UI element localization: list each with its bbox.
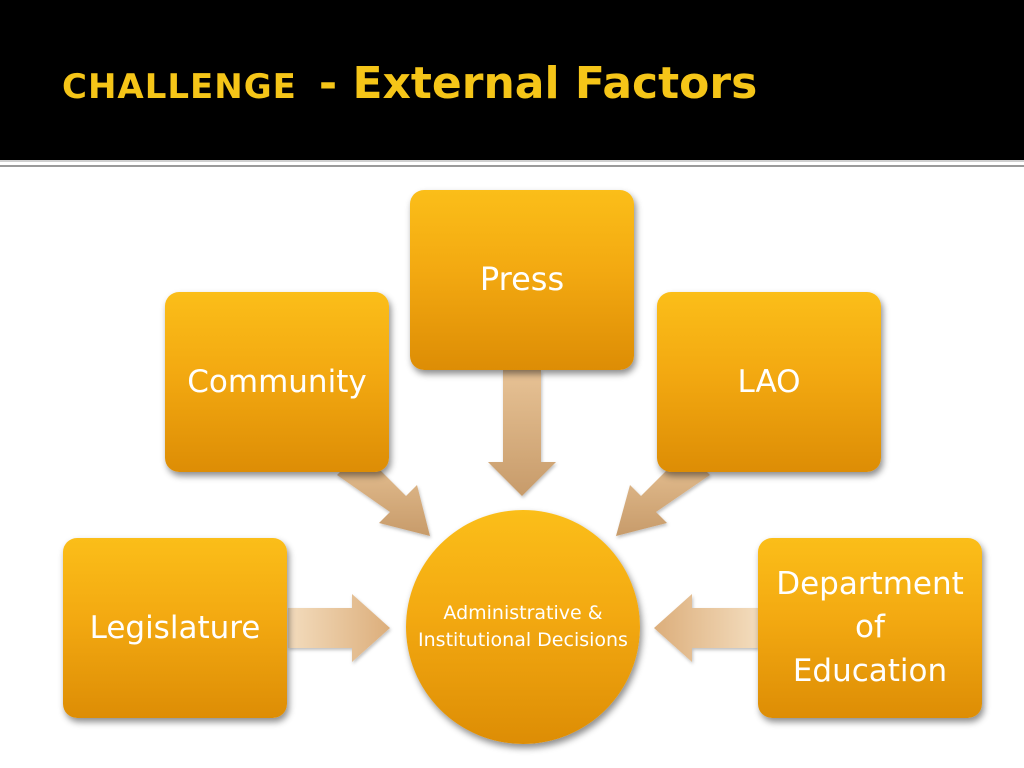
node-press-label: Press bbox=[479, 260, 565, 298]
node-lao-label: LAO bbox=[737, 364, 801, 400]
node-community: Community bbox=[165, 292, 389, 472]
title-external-factors: - External Factors bbox=[318, 58, 758, 109]
title-bar bbox=[0, 0, 1024, 160]
node-department-line3: Education bbox=[792, 652, 948, 689]
node-department-of-education: Department of Education bbox=[758, 538, 982, 718]
arrow-press-to-center bbox=[488, 370, 556, 496]
arrow-lao-to-center bbox=[616, 451, 710, 536]
node-department-line2: of bbox=[855, 609, 885, 646]
center-decisions-circle: Administrative & Institutional Decisions bbox=[406, 510, 640, 744]
arrow-legislature-to-center bbox=[288, 594, 390, 662]
center-line1: Administrative bbox=[443, 602, 582, 625]
node-department-line1: Department bbox=[776, 565, 964, 602]
center-line2: & Institutional bbox=[418, 602, 603, 651]
node-legislature-label: Legislature bbox=[89, 610, 261, 646]
node-community-label: Community bbox=[187, 364, 367, 400]
arrow-community-to-center bbox=[337, 451, 430, 536]
title-challenge: CHALLENGE bbox=[62, 67, 297, 107]
node-legislature: Legislature bbox=[63, 538, 287, 718]
slide-title: CHALLENGE - External Factors bbox=[62, 58, 757, 128]
center-line3: Decisions bbox=[537, 629, 628, 651]
title-divider bbox=[0, 160, 1024, 168]
arrow-department-to-center bbox=[654, 594, 758, 662]
node-lao: LAO bbox=[657, 292, 881, 472]
node-press: Press bbox=[410, 190, 634, 370]
